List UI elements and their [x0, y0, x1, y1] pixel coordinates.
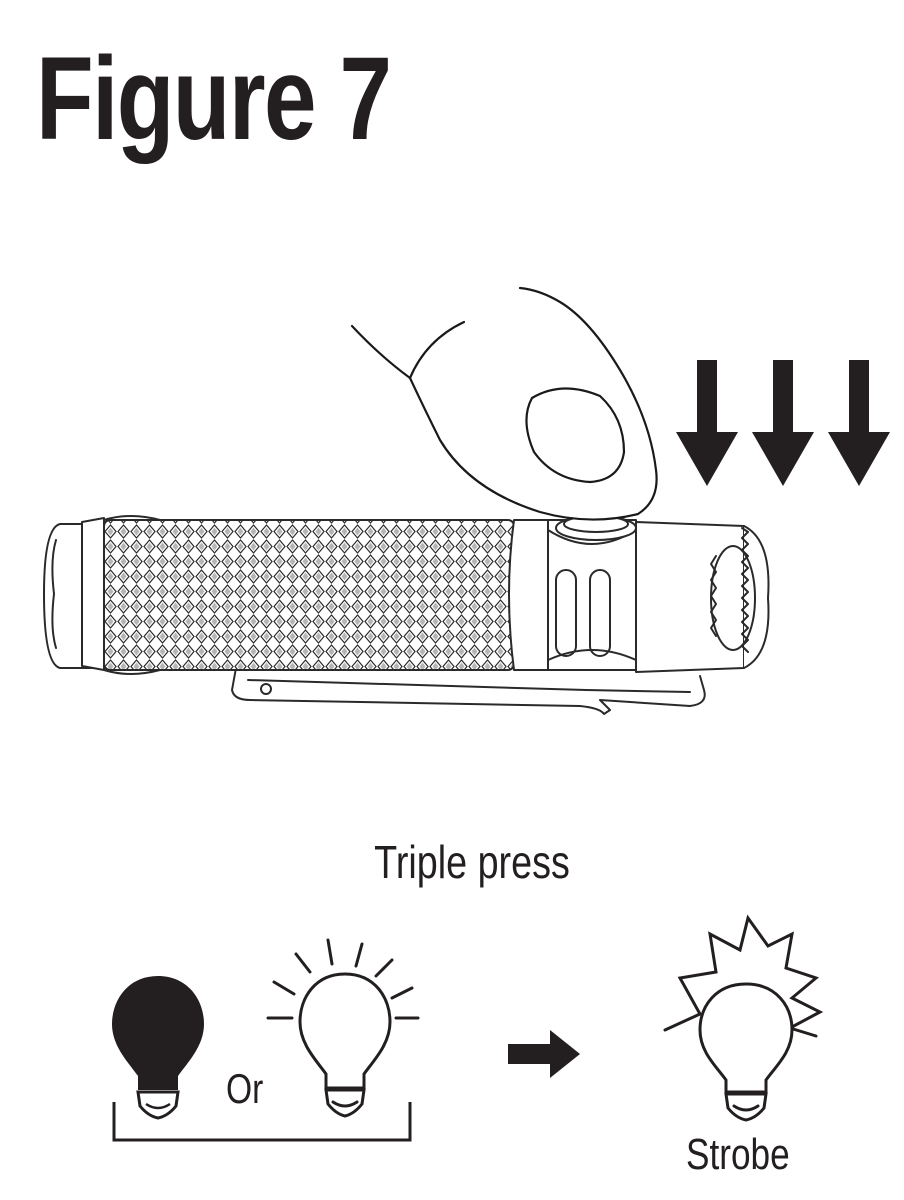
bulb-on-icon [268, 940, 418, 1116]
right-arrow-icon [508, 1030, 580, 1078]
down-arrow-icon [676, 360, 890, 486]
mode-caption: Triple press [85, 832, 859, 892]
strobe-bulb-icon [665, 918, 820, 1120]
flashlight-icon [44, 516, 769, 714]
finger-press-icon [352, 288, 657, 520]
strobe-label: Strobe [686, 1128, 790, 1182]
or-label: Or [226, 1064, 263, 1114]
bulb-off-icon [112, 976, 204, 1118]
